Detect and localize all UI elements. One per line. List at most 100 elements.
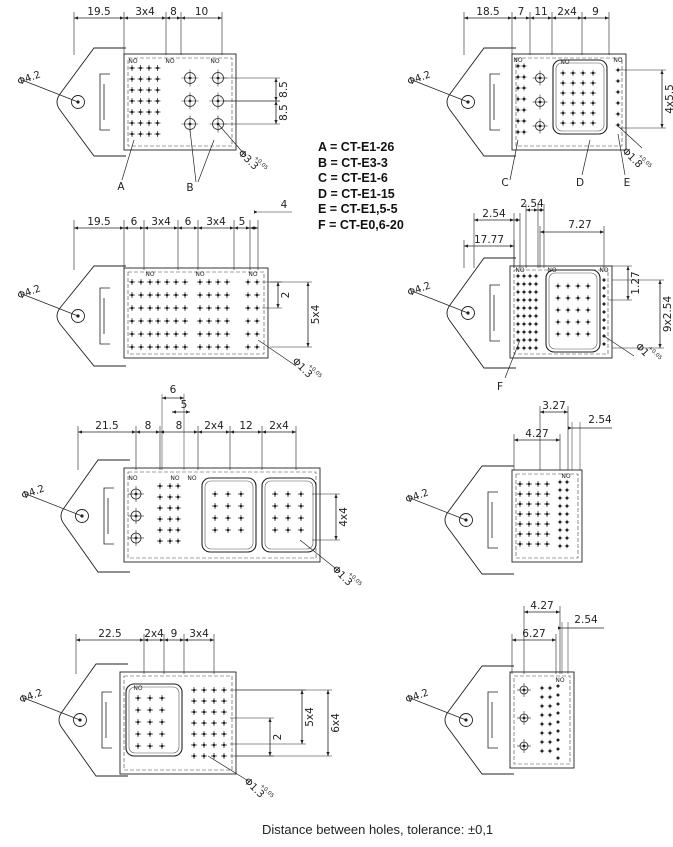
dimension-label: 2.54 [520, 198, 544, 210]
dimension-label: 21.5 [95, 420, 118, 432]
dimension-label: 6 [170, 384, 177, 396]
pin-contact [515, 313, 521, 319]
dimension-label: 2.54 [574, 614, 598, 626]
pin-contact [521, 337, 527, 343]
dimension-label: 4x5.5 [664, 84, 673, 114]
pin-contact [245, 292, 251, 298]
pin-contact [539, 748, 545, 754]
pin-contact [138, 279, 144, 285]
pin-contact [527, 273, 533, 279]
pin-contact [154, 109, 161, 115]
hole-tolerance-label: +0.05 [647, 345, 664, 362]
pin-contact [129, 76, 135, 82]
dimension-label: 8 [176, 420, 183, 432]
pin-contact [206, 318, 212, 324]
pin-contact [159, 731, 165, 737]
pin-contact [570, 80, 576, 86]
dimension-label: 5x4 [304, 707, 316, 727]
dimension-label: 2x4 [204, 420, 224, 432]
dimension-label: 2 [272, 734, 284, 741]
connector-body [123, 53, 237, 151]
pin-contact [526, 521, 532, 527]
pin-contact [221, 698, 227, 704]
pin-contact [527, 289, 533, 295]
pin-contact [155, 331, 161, 337]
pin-contact [539, 685, 545, 691]
mounting-flange [58, 663, 128, 777]
pin-contact [197, 292, 203, 298]
large-contact-hole [128, 486, 144, 502]
pin-contact [201, 742, 207, 748]
pin-contact [521, 329, 527, 335]
pin-contact [298, 515, 304, 521]
pin-contact [515, 74, 521, 80]
pin-contact [129, 109, 135, 115]
pin-contact [167, 505, 173, 511]
pin-contact [580, 70, 586, 76]
pin-contact [521, 74, 527, 80]
dimension-label: 2x4 [269, 420, 289, 432]
pin-contact [167, 538, 173, 544]
pin-contact [533, 345, 539, 351]
mounting-hole [459, 713, 473, 727]
pin-contact [272, 515, 278, 521]
pin-contact [557, 535, 563, 541]
pin-contact [521, 85, 527, 91]
pin-contact [137, 76, 144, 82]
pin-contact [564, 527, 570, 533]
latch-slot [489, 73, 500, 131]
pin-contact [221, 709, 227, 715]
pin-contact [197, 344, 203, 350]
pin-contact [539, 712, 545, 718]
pin-contact [254, 318, 260, 324]
callout-a: A [117, 181, 125, 193]
pin-contact [146, 87, 152, 93]
pin-contact [238, 515, 244, 521]
pin-contact [147, 719, 153, 725]
pin-contact [615, 122, 621, 128]
module-frame-inner [555, 62, 605, 132]
insert-mark: NO [560, 59, 569, 66]
pin-contact [580, 80, 586, 86]
pin-contact [544, 531, 550, 537]
mounting-flange [444, 465, 514, 575]
pin-contact [191, 720, 197, 726]
module-frame [545, 269, 601, 353]
pin-contact [182, 305, 188, 311]
pin-contact [533, 329, 539, 335]
pin-contact [521, 273, 527, 279]
pin-contact [564, 535, 570, 541]
pin-contact [164, 305, 170, 311]
pin-contact [212, 503, 218, 509]
legend-item-e: E = CT-E1,5-5 [318, 202, 398, 217]
pin-contact [602, 294, 606, 298]
pin-contact [564, 503, 570, 509]
pin-contact [564, 479, 570, 485]
callout-e: E [624, 177, 631, 189]
pin-contact [137, 109, 144, 115]
module-frame-inner [128, 686, 180, 754]
pin-contact [211, 709, 217, 715]
dimension-label: Φ4.2 [404, 687, 430, 705]
pin-contact [154, 98, 161, 104]
pin-contact [157, 494, 163, 500]
pin-contact [135, 743, 141, 749]
pin-contact [544, 491, 550, 497]
pin-contact [182, 279, 188, 285]
dimension-label: 2.54 [588, 414, 612, 426]
pin-contact [137, 120, 144, 126]
pin-contact [129, 65, 135, 71]
pin-contact [570, 100, 576, 106]
pin-contact [245, 305, 251, 311]
pin-contact [215, 318, 221, 324]
pin-contact [557, 543, 563, 549]
pin-contact [191, 687, 197, 693]
dimension-label: 3x4 [151, 216, 171, 228]
pin-contact [590, 120, 596, 126]
pin-contact [224, 318, 230, 324]
pin-contact [602, 286, 606, 290]
pin-contact [515, 305, 521, 311]
